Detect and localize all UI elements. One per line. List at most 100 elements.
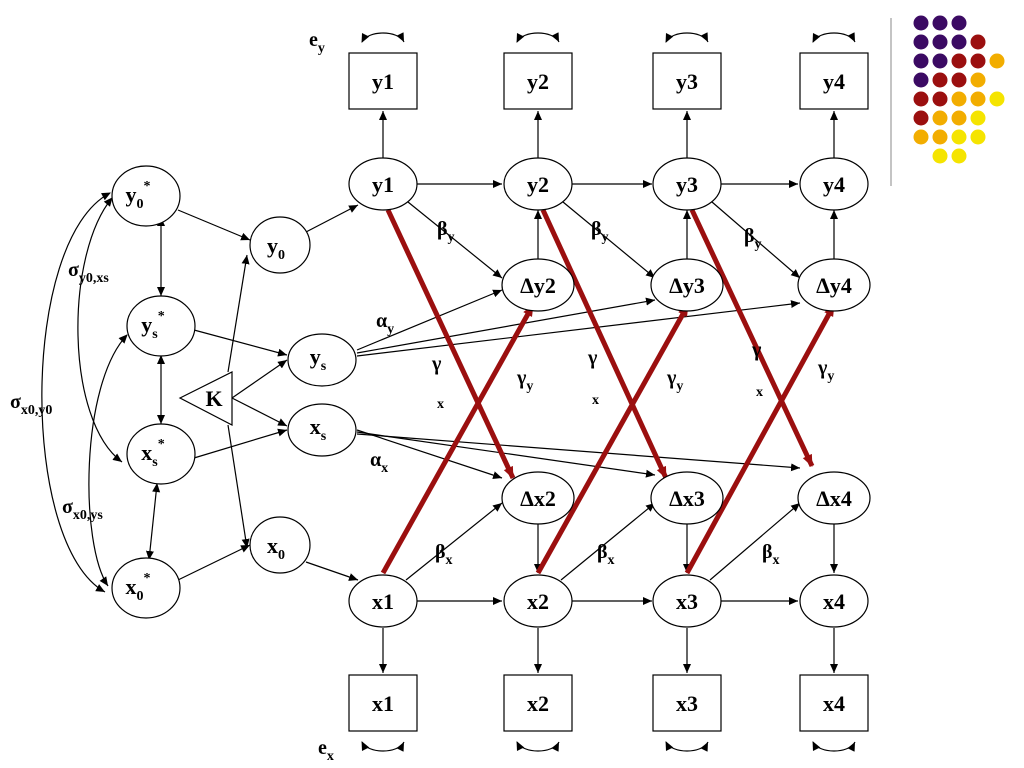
latent-x1-label: x1: [372, 589, 394, 614]
decorative-dot: [932, 91, 948, 107]
path-y0star-y0: [177, 209, 251, 241]
path-alpha-y-4: [356, 300, 801, 357]
path-alpha-x-4: [356, 433, 801, 472]
box-y4: [799, 52, 869, 110]
latent-x1: [348, 574, 418, 628]
cov-xsstar-x0star: [145, 483, 161, 561]
beta-x-label-2: βx: [597, 541, 615, 568]
starred-y0: [111, 165, 181, 227]
error-loop-x3: [665, 741, 709, 752]
factor-x0: [249, 516, 311, 574]
factor-xs: [287, 403, 357, 457]
path-beta-x-1: [405, 502, 503, 581]
box-y4-label: y4: [823, 69, 845, 94]
delta-x-row: Δx2 Δx3 Δx4: [501, 471, 871, 525]
cov-arc-y0-xs: [77, 197, 123, 463]
gamma-x-path-2: [540, 208, 669, 480]
gamma-x-sub-1: x: [437, 397, 444, 412]
decorative-dot: [913, 72, 929, 88]
path-xsstar-xs: [193, 428, 288, 459]
error-loop-x1: [361, 741, 405, 752]
delta-x4: [797, 471, 871, 525]
decorative-dot: [913, 53, 929, 69]
latent-y1-label: y1: [372, 172, 394, 197]
delta-x3: [650, 471, 724, 525]
path-k-y0: [227, 254, 250, 373]
beta-x-label-1: βx: [435, 541, 453, 568]
decorative-dot: [970, 53, 986, 69]
gamma-x-label-1: γ: [431, 353, 442, 375]
observed-y-row: y1 y2 y3 y4: [348, 52, 869, 110]
decorative-dot: [932, 72, 948, 88]
gamma-y-label-1: γy: [516, 367, 533, 394]
starred-x0-label: x0*: [126, 571, 151, 604]
delta-y4: [797, 258, 871, 312]
factor-ys-label: ys: [310, 344, 327, 374]
box-y3: [652, 52, 722, 110]
observed-x-row: x1 x2 x3 x4: [348, 674, 869, 732]
latent-y1: [348, 157, 418, 211]
path-alpha-y-3: [356, 297, 656, 354]
gamma-x-label-3: γ: [751, 339, 762, 361]
decorative-dot: [970, 34, 986, 50]
box-y3-label: y3: [676, 69, 698, 94]
path-k-xs: [231, 397, 288, 427]
box-y1: [348, 52, 418, 110]
box-x1: [348, 674, 418, 732]
delta-y2: [501, 258, 575, 312]
beta-x-label-3: βx: [762, 541, 780, 568]
path-x0-x1: [305, 561, 359, 581]
path-alpha-y-2: [356, 289, 503, 351]
delta-y2-label: Δy2: [520, 273, 556, 298]
decorative-dot: [932, 129, 948, 145]
factor-y0: [249, 216, 311, 274]
decorative-dot: [913, 110, 929, 126]
decorative-dot: [951, 53, 967, 69]
latent-y2-label: y2: [527, 172, 549, 197]
gamma-x-path-1: [385, 208, 516, 480]
error-label-x: ex: [318, 737, 334, 764]
decorative-dot: [970, 91, 986, 107]
box-x4-label: x4: [823, 691, 845, 716]
decorative-dot: [932, 53, 948, 69]
path-beta-y-1: [407, 201, 503, 279]
path-x0star-x0: [177, 544, 251, 581]
latent-y4: [799, 157, 869, 211]
box-x2-label: x2: [527, 691, 549, 716]
decorative-dot: [989, 53, 1005, 69]
sigma-x0-y0-label: σx0,y0: [10, 391, 52, 418]
factor-ys: [287, 333, 357, 387]
latent-x3: [652, 574, 722, 628]
starred-x0: [111, 557, 181, 619]
latent-x4-label: x4: [823, 589, 845, 614]
latent-y3-label: y3: [676, 172, 698, 197]
path-ysstar-ys: [193, 329, 288, 357]
box-x3: [652, 674, 722, 732]
sigma-x0-ys-label: σx0,ys: [62, 496, 103, 523]
constant-label: K: [205, 386, 222, 411]
box-x3-label: x3: [676, 691, 698, 716]
latent-y-row: y1 y2 y3 y4: [348, 157, 869, 211]
path-alpha-x-3: [356, 431, 656, 478]
decorative-dot: [932, 110, 948, 126]
path-beta-y-3: [711, 201, 801, 279]
error-loop-x4: [812, 741, 856, 752]
factor-xs-label: xs: [310, 414, 327, 444]
cov-arc-x0-ys: [88, 334, 128, 587]
delta-x2-label: Δx2: [520, 486, 556, 511]
gamma-y-path-4: [684, 303, 837, 575]
factor-x0-label: x0: [267, 533, 285, 563]
decorative-dot: [932, 34, 948, 50]
path-alpha-x-2: [356, 429, 503, 479]
decorative-dot: [913, 15, 929, 31]
starred-xs: [126, 423, 196, 485]
starred-ys: [126, 295, 196, 357]
beta-y-label-1: βy: [437, 218, 455, 245]
error-label-y: ey: [309, 29, 325, 56]
decorative-dot: [932, 15, 948, 31]
error-loop-x2: [516, 741, 560, 752]
delta-x3-label: Δx3: [669, 486, 705, 511]
delta-y3: [650, 258, 724, 312]
alpha-x-label: αx: [370, 449, 388, 476]
